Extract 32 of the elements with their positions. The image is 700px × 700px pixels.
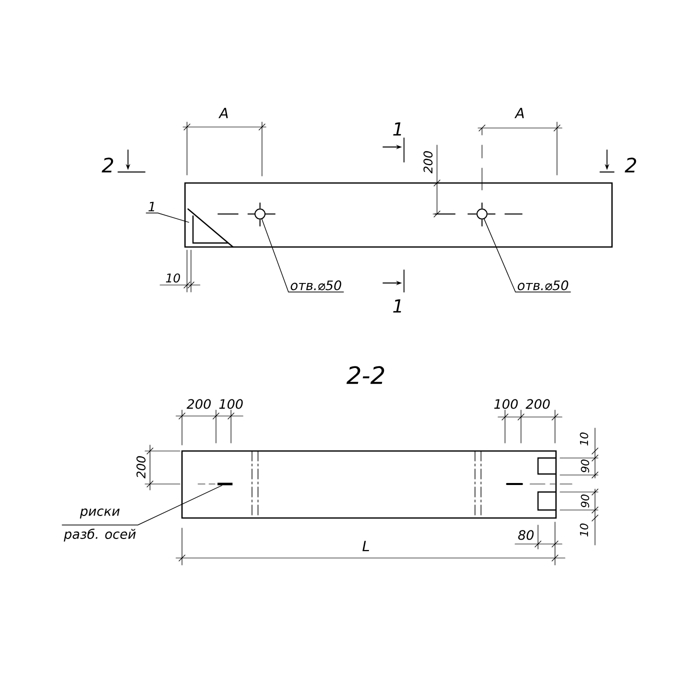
dimension-label: L xyxy=(362,540,370,552)
hole-symbol xyxy=(476,208,488,220)
leader-line xyxy=(262,218,344,292)
leader-line xyxy=(484,218,571,292)
dimension-label: A xyxy=(514,108,524,118)
risk-mark xyxy=(218,482,232,486)
leader-label: 1 xyxy=(148,202,154,212)
leader-label: отв.⌀50 xyxy=(518,280,568,290)
leader-label: риски разб. осей xyxy=(64,508,136,542)
dimension-label: 200 xyxy=(136,456,146,478)
dimension-label: 10 xyxy=(580,432,588,446)
section-label: 1 xyxy=(393,299,402,313)
hole-symbol xyxy=(254,208,266,220)
dimension-label: 90 xyxy=(580,460,590,473)
dimension-label: 100 xyxy=(494,399,518,409)
dimension-label: 200 xyxy=(423,151,433,174)
leader-line xyxy=(62,485,222,526)
dimension-label: 100 xyxy=(219,399,243,409)
section-label: 1 xyxy=(393,122,402,136)
section-label: 2-2 xyxy=(346,366,384,384)
section-label: 2 xyxy=(624,158,636,172)
leader-line xyxy=(146,212,190,223)
dimension-label: 80 xyxy=(518,530,534,540)
dimension-label: 10 xyxy=(166,273,180,283)
triangle-plate xyxy=(187,208,234,248)
dimension-label: 200 xyxy=(526,399,550,409)
dimension-label: A xyxy=(218,108,228,118)
dimension-label: 90 xyxy=(580,494,590,508)
dimension-label: 200 xyxy=(186,399,211,409)
section-label: 2 xyxy=(102,158,114,172)
dimension-label: 10 xyxy=(580,524,588,536)
leader-label: отв.⌀50 xyxy=(290,280,342,290)
